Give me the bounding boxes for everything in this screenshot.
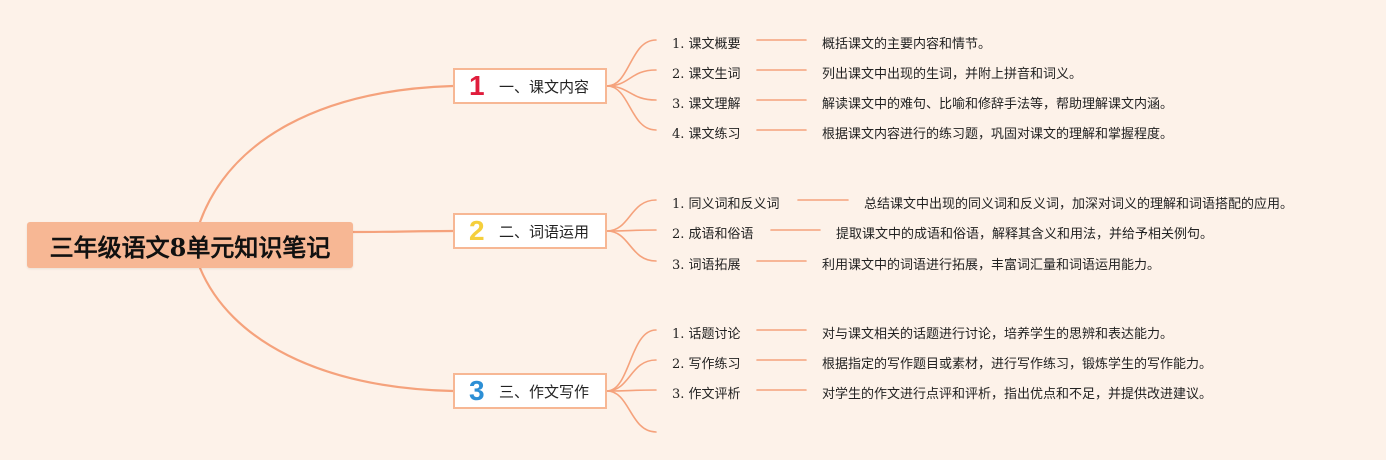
leaf-desc[interactable]: 解读课文中的难句、比喻和修辞手法等，帮助理解课文内涵。 bbox=[822, 97, 1174, 112]
leaf-label[interactable]: 4. 课文练习 bbox=[672, 127, 741, 142]
root-link-1 bbox=[198, 84, 455, 224]
leaf-link bbox=[606, 199, 657, 232]
branch-1-number: 1 bbox=[469, 70, 485, 101]
leaf-link bbox=[606, 230, 657, 262]
leaf-desc[interactable]: 列出课文中出现的生词，并附上拼音和词义。 bbox=[822, 67, 1083, 82]
root-link-3 bbox=[198, 266, 455, 393]
branch-3-label: 三、作文写作 bbox=[499, 382, 590, 401]
leaf-link bbox=[606, 359, 657, 392]
leaf-link bbox=[606, 39, 657, 87]
leaf-label[interactable]: 2. 成语和俗语 bbox=[672, 227, 754, 242]
leaf-desc[interactable]: 概括课文的主要内容和情节。 bbox=[822, 37, 992, 52]
branch-3[interactable]: 3 三、作文写作 bbox=[453, 373, 607, 409]
branch-2-label: 二、词语运用 bbox=[499, 222, 590, 241]
root-title: 三年级语文8单元知识笔记 bbox=[49, 232, 331, 262]
leaf-desc[interactable]: 提取课文中的成语和俗语，解释其含义和用法，并给予相关例句。 bbox=[836, 227, 1214, 242]
leaf-desc[interactable]: 对与课文相关的话题进行讨论，培养学生的思辨和表达能力。 bbox=[822, 327, 1174, 342]
leaf-label[interactable]: 1. 话题讨论 bbox=[672, 327, 741, 342]
branch-3-number: 3 bbox=[469, 375, 485, 406]
leaf-desc[interactable]: 总结课文中出现的同义词和反义词，加深对词义的理解和词语搭配的应用。 bbox=[864, 197, 1294, 212]
leaf-label[interactable]: 3. 课文理解 bbox=[672, 97, 741, 112]
root-link-2 bbox=[351, 229, 455, 234]
leaf-link bbox=[606, 85, 657, 131]
leaf-label[interactable]: 3. 词语拓展 bbox=[672, 258, 741, 273]
leaf-link bbox=[606, 329, 657, 392]
leaf-link bbox=[606, 229, 657, 232]
branch-1-label: 一、课文内容 bbox=[499, 77, 590, 96]
leaf-desc[interactable]: 根据课文内容进行的练习题，巩固对课文的理解和掌握程度。 bbox=[822, 127, 1174, 142]
leaf-desc[interactable]: 根据指定的写作题目或素材，进行写作练习，锻炼学生的写作能力。 bbox=[822, 357, 1213, 372]
leaf-desc[interactable]: 利用课文中的词语进行拓展，丰富词汇量和词语运用能力。 bbox=[822, 258, 1161, 273]
branch-2-number: 2 bbox=[469, 215, 485, 246]
leaf-link bbox=[606, 390, 657, 433]
leaf-label[interactable]: 1. 同义词和反义词 bbox=[672, 197, 780, 212]
branch-1[interactable]: 1 一、课文内容 bbox=[453, 68, 607, 104]
branch-2[interactable]: 2 二、词语运用 bbox=[453, 213, 607, 249]
leaf-label[interactable]: 2. 课文生词 bbox=[672, 67, 741, 82]
leaf-label[interactable]: 3. 作文评析 bbox=[672, 387, 741, 402]
leaf-desc[interactable]: 对学生的作文进行点评和评析，指出优点和不足，并提供改进建议。 bbox=[822, 387, 1213, 402]
leaf-label[interactable]: 2. 写作练习 bbox=[672, 357, 741, 372]
leaf-link bbox=[606, 389, 657, 392]
root-topic[interactable]: 三年级语文8单元知识笔记 bbox=[27, 222, 353, 268]
leaf-label[interactable]: 1. 课文概要 bbox=[672, 37, 741, 52]
